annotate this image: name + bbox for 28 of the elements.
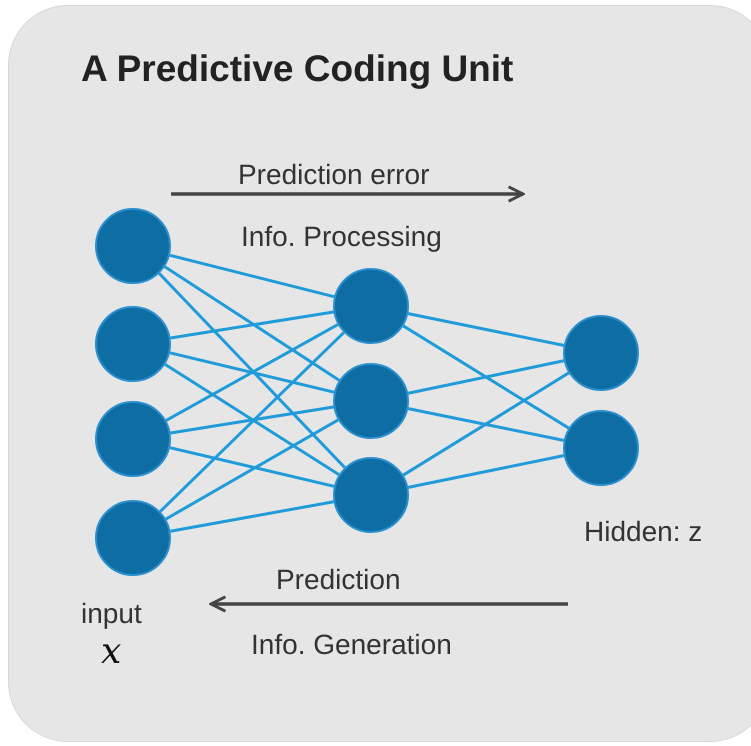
connection-line xyxy=(408,454,564,489)
connection-line xyxy=(170,406,334,434)
process-label: Info. Generation xyxy=(251,629,452,662)
connection-line xyxy=(402,372,570,476)
panel-background xyxy=(8,5,751,742)
connection-line xyxy=(408,407,564,442)
arrow-label: Prediction error xyxy=(238,159,430,192)
connection-line xyxy=(408,359,564,395)
connection-line xyxy=(408,312,564,347)
layer-label: input xyxy=(81,598,142,630)
connection-line xyxy=(169,254,335,298)
layer-label: Hidden: z xyxy=(584,516,702,548)
panel-title: A Predictive Coding Unit xyxy=(81,48,514,91)
connection-line xyxy=(170,446,334,488)
connection-line xyxy=(164,363,340,476)
connection-line xyxy=(170,310,334,340)
connection-line xyxy=(165,323,339,422)
connection-line xyxy=(159,331,345,513)
connection-line xyxy=(165,418,339,520)
neuron-circle xyxy=(333,457,409,533)
process-label: Info. Processing xyxy=(241,221,442,254)
connection-line xyxy=(164,265,340,382)
arrow-label: Prediction xyxy=(276,564,401,596)
connection-line xyxy=(170,500,334,533)
connection-line xyxy=(170,351,334,394)
math-symbol: x xyxy=(101,631,122,672)
connection-line xyxy=(158,272,346,469)
connection-line xyxy=(402,324,570,430)
